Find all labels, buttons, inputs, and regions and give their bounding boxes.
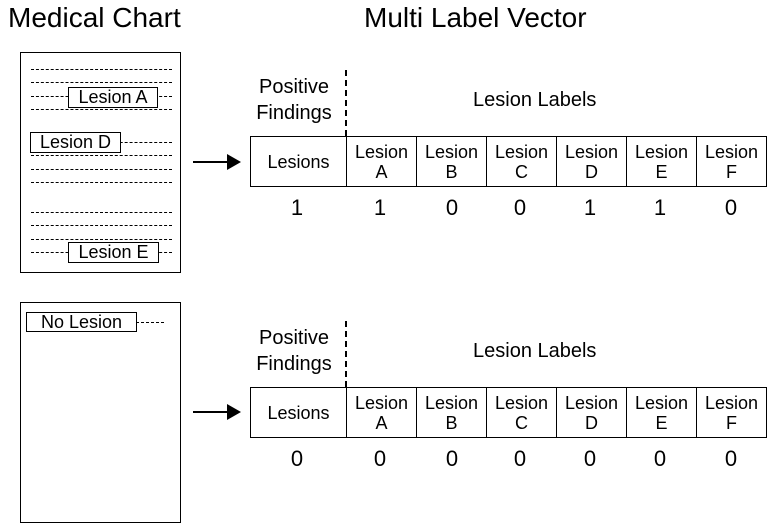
lesion-tag: Lesion A bbox=[68, 87, 158, 108]
value-e: 0 bbox=[653, 446, 667, 471]
lesions-cell: Lesions bbox=[250, 387, 347, 438]
no-lesion-tag: No Lesion bbox=[26, 312, 137, 332]
text-line bbox=[31, 155, 172, 156]
medical-chart-title: Medical Chart bbox=[8, 2, 181, 33]
divider-line bbox=[345, 321, 347, 387]
medical-chart-document-1: Lesion A Lesion D Lesion E bbox=[20, 52, 181, 273]
value-e: 1 bbox=[653, 195, 667, 220]
divider-line bbox=[345, 70, 347, 136]
value-a: 1 bbox=[373, 195, 387, 220]
value-d: 1 bbox=[583, 195, 597, 220]
value-b: 0 bbox=[445, 446, 459, 471]
text-line bbox=[31, 212, 172, 213]
arrow-right-icon bbox=[193, 404, 241, 420]
value-a: 0 bbox=[373, 446, 387, 471]
value-lesions: 1 bbox=[290, 195, 304, 220]
text-line bbox=[131, 322, 164, 323]
text-line bbox=[31, 169, 172, 170]
lesion-labels-header: Lesion Labels bbox=[473, 89, 597, 111]
value-f: 0 bbox=[724, 446, 738, 471]
value-f: 0 bbox=[724, 195, 738, 220]
multi-label-vector-title: Multi Label Vector bbox=[364, 2, 587, 33]
text-line bbox=[31, 69, 172, 70]
text-line bbox=[31, 109, 172, 110]
positive-findings-label: Positive Findings bbox=[256, 76, 332, 124]
text-line bbox=[31, 82, 172, 83]
lesions-cell: Lesions bbox=[250, 136, 347, 187]
lesion-tag: Lesion D bbox=[30, 132, 121, 153]
lesion-labels-header: Lesion Labels bbox=[473, 340, 597, 362]
value-b: 0 bbox=[445, 195, 459, 220]
positive-findings-label: Positive Findings bbox=[256, 327, 332, 375]
text-line bbox=[31, 239, 172, 240]
text-line bbox=[31, 225, 172, 226]
lesion-tag: Lesion E bbox=[68, 242, 159, 263]
value-d: 0 bbox=[583, 446, 597, 471]
value-c: 0 bbox=[513, 446, 527, 471]
value-c: 0 bbox=[513, 195, 527, 220]
arrow-right-icon bbox=[193, 154, 241, 170]
text-line bbox=[31, 182, 172, 183]
value-lesions: 0 bbox=[290, 446, 304, 471]
medical-chart-document-2: No Lesion bbox=[20, 302, 181, 523]
